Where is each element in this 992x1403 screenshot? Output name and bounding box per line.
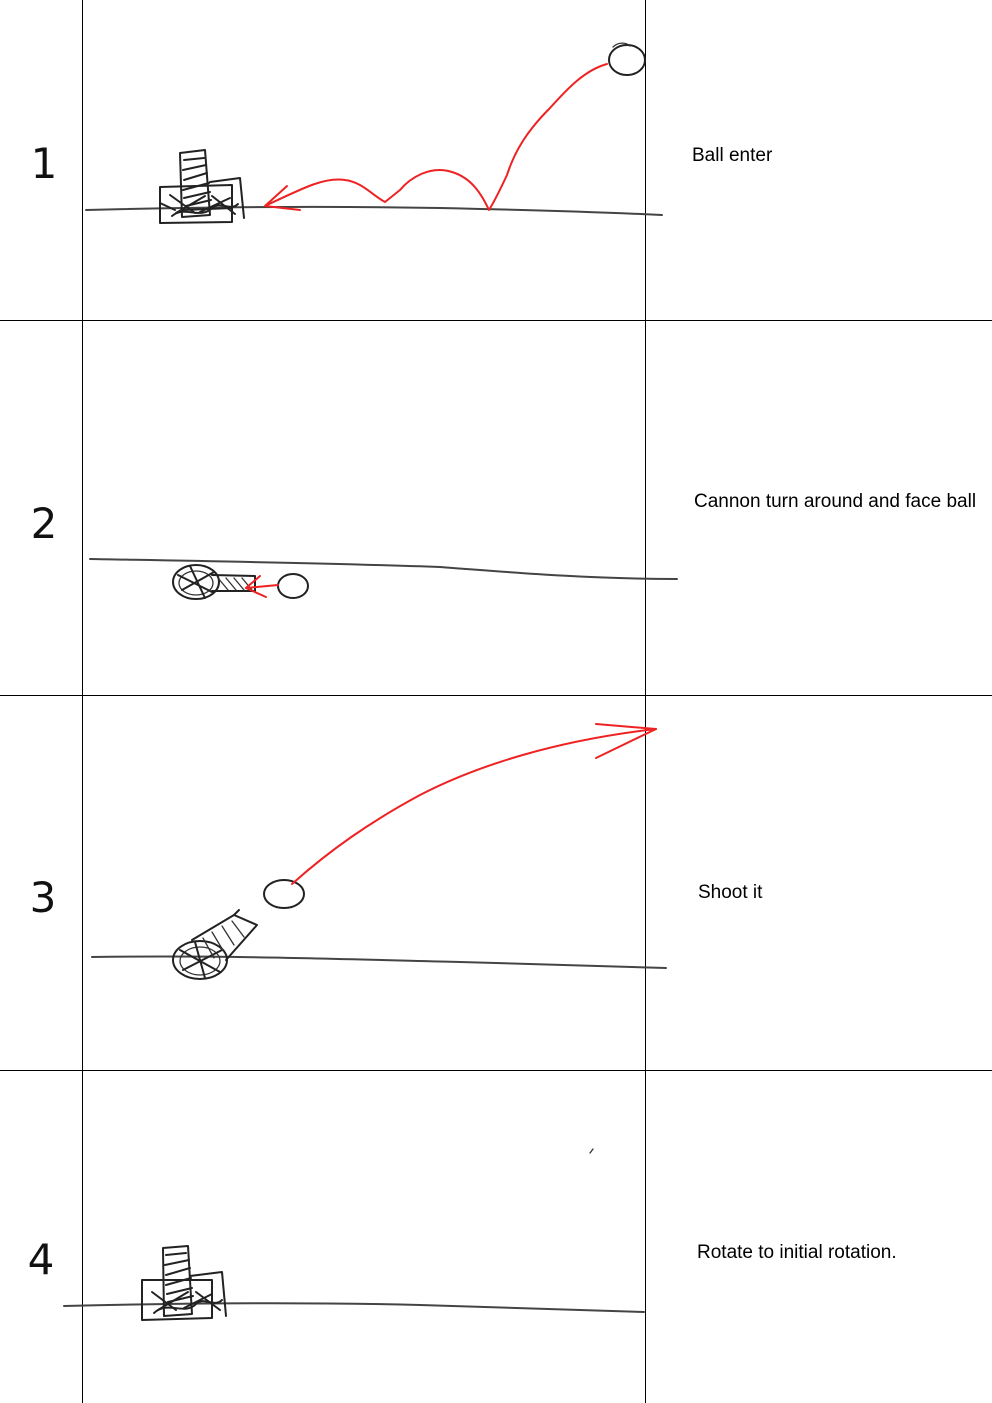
panel-3-ball <box>263 879 305 909</box>
panel-3-shot-trajectory <box>291 728 657 885</box>
panel-1-caption: Ball enter <box>692 145 773 166</box>
panel-1-cannon-upright <box>159 149 245 224</box>
panel-2-ground-line <box>89 558 678 580</box>
panel-2-turn-arrow <box>245 584 279 589</box>
panel-1-sketch <box>85 42 663 224</box>
panel-2-cannon-facing-ball <box>172 564 256 600</box>
panel-2-number: 2 <box>31 499 58 548</box>
panel-3-cannon-aiming-up <box>172 909 258 980</box>
panel-1-bounce-trajectory <box>264 63 608 211</box>
panel-4-number: 4 <box>28 1235 55 1284</box>
panel-1-number: 1 <box>31 139 58 188</box>
panel-3-sketch <box>91 723 667 980</box>
panel-2-arrowhead <box>245 575 267 598</box>
panel-2-sketch <box>89 558 678 600</box>
panel-2-caption: Cannon turn around and face ball <box>694 491 976 512</box>
panel-2-ball <box>277 573 309 599</box>
panel-3-number: 3 <box>30 873 57 922</box>
panel-4-cannon-upright <box>141 1245 227 1321</box>
panel-4-caption: Rotate to initial rotation. <box>697 1242 897 1263</box>
panel-3-caption: Shoot it <box>698 882 763 903</box>
panel-3-ground-line <box>91 955 667 969</box>
panel-1-ball <box>608 44 646 76</box>
panel-3-arrowhead <box>595 723 657 759</box>
panel-4-sketch <box>63 1148 645 1321</box>
panel-1-arrowhead <box>264 185 301 211</box>
panel-4-ground-line <box>63 1302 645 1313</box>
